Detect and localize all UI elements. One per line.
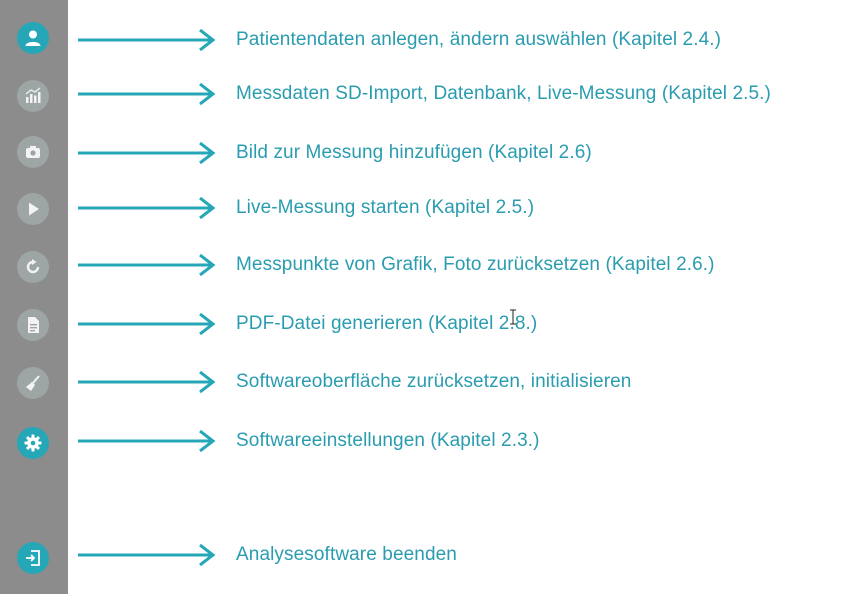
chart-bars-icon[interactable] (17, 80, 49, 112)
label-patientendaten: Patientendaten anlegen, ändern auswählen… (236, 29, 722, 50)
label-softwareoberflaeche: Softwareoberfläche zurücksetzen, initial… (236, 371, 632, 392)
label-softwareeinstellungen: Softwareeinstellungen (Kapitel 2.3.) (236, 430, 540, 451)
arrow-patient (78, 29, 216, 51)
arrow-einstellungen (78, 430, 216, 452)
arrow-messpunkte (78, 254, 216, 276)
reset-icon[interactable] (17, 251, 49, 283)
gear-icon[interactable] (17, 427, 49, 459)
label-messdaten: Messdaten SD-Import, Datenbank, Live-Mes… (236, 83, 771, 104)
text-cursor-icon (510, 309, 516, 325)
play-icon[interactable] (17, 193, 49, 225)
sidebar (0, 0, 68, 594)
arrow-pdf (78, 313, 216, 335)
label-messpunkte: Messpunkte von Grafik, Foto zurücksetzen… (236, 254, 715, 275)
exit-icon[interactable] (17, 542, 49, 574)
label-beenden: Analysesoftware beenden (236, 544, 457, 565)
label-bild: Bild zur Messung hinzufügen (Kapitel 2.6… (236, 142, 592, 163)
arrow-beenden (78, 544, 216, 566)
arrow-bild (78, 142, 216, 164)
pdf-icon[interactable] (17, 309, 49, 341)
arrow-oberflaeche (78, 371, 216, 393)
label-live-messung: Live-Messung starten (Kapitel 2.5.) (236, 197, 535, 218)
arrow-messdaten (78, 83, 216, 105)
user-icon[interactable] (17, 22, 49, 54)
broom-icon[interactable] (17, 367, 49, 399)
camera-icon[interactable] (17, 136, 49, 168)
label-pdf: PDF-Datei generieren (Kapitel 2.8.) (236, 313, 538, 334)
arrow-live (78, 197, 216, 219)
